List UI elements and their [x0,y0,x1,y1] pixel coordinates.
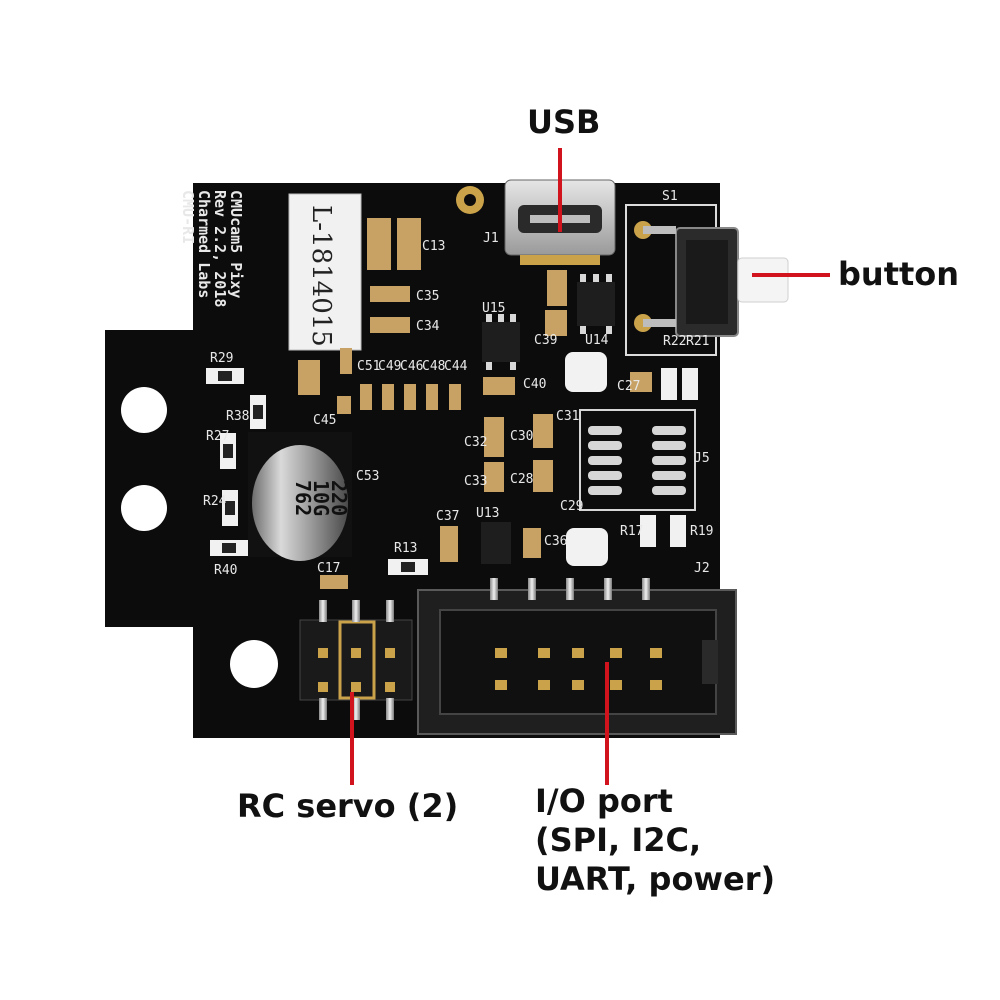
ref-c32: C32 [464,435,487,450]
ref-c44: C44 [444,359,468,374]
ref-r19: R19 [690,524,713,539]
callout-lines [350,148,830,785]
ref-j2: J2 [694,561,710,576]
ref-c36: C36 [544,534,567,549]
ref-c33: C33 [464,474,487,489]
ref-s1: S1 [662,189,678,204]
ref-c49: C49 [378,359,401,374]
electrolytic-capacitor: 220 10G 762 [248,432,352,561]
silk-line-3: Charmed Labs [195,190,213,298]
sticker-text: L-1814015 [306,205,336,347]
cap-marking-2: 10G [309,480,333,516]
io-port-label-line-3: UART, power) [535,860,776,899]
resistors [206,368,698,575]
white-component-1 [565,352,607,392]
ref-c45: C45 [313,413,336,428]
rc-servo-headers [299,600,413,720]
ref-u14: U14 [585,333,609,348]
j5-outline [579,409,696,511]
ref-j1: J1 [483,231,499,246]
ref-c35: C35 [416,289,439,304]
io-port-label: I/O port (SPI, I2C, UART, power) [535,782,775,899]
board-silkscreen-title: CMUcam5 Pixy Rev 2.2, 2018 Charmed Labs … [179,190,245,307]
ref-r40: R40 [214,563,237,578]
ref-c37: C37 [436,509,459,524]
silk-line-1: CMUcam5 Pixy [227,190,245,298]
ref-u15: U15 [482,301,505,316]
ref-r29: R29 [210,351,233,366]
ref-r22: R22 [663,334,686,349]
cap-marking-3: 762 [291,480,315,516]
ref-u13: U13 [476,506,499,521]
mount-hole-lower [230,640,278,688]
button-switch [625,204,789,356]
smd-components [298,218,652,589]
j5-pads [588,426,686,495]
ref-c46: C46 [400,359,423,374]
ref-r13: R13 [394,541,417,556]
ref-c39: C39 [534,333,557,348]
io-port-header [417,578,737,735]
ref-c34: C34 [416,319,440,334]
ic-chips [481,274,615,564]
ref-r17: R17 [620,524,643,539]
ref-c29: C29 [560,499,583,514]
silk-line-2: Rev 2.2, 2018 [211,190,229,307]
ref-c13: C13 [422,239,445,254]
ref-c17: C17 [317,561,340,576]
usb-label: USB [527,103,601,141]
ref-c31: C31 [556,409,579,424]
button-label: button [838,255,960,293]
ref-j5: J5 [694,451,710,466]
ref-c40: C40 [523,377,546,392]
ref-r24: R24 [203,494,227,509]
ref-c48: C48 [422,359,445,374]
reference-designators: C13 C35 C34 U15 J1 S1 C39 U14 R22 R21 C2… [203,189,713,578]
io-port-label-line-2: (SPI, I2C, [535,821,702,860]
io-port-label-line-1: I/O port [535,782,673,820]
label-sticker [288,193,362,351]
ref-c30: C30 [510,429,533,444]
via-hole [464,194,476,206]
cap-marking-1: 220 [327,480,351,516]
ref-r27: R27 [206,429,229,444]
ref-r38: R38 [226,409,249,424]
ref-r21: R21 [686,334,709,349]
mount-hole-top [121,387,167,433]
silk-line-4: CMU-RI [179,190,197,244]
white-component-2 [566,528,608,566]
ref-c28: C28 [510,472,533,487]
mount-hole-bottom [121,485,167,531]
ref-c53: C53 [356,469,379,484]
ref-c27: C27 [617,379,640,394]
ref-c51: C51 [357,359,380,374]
rc-servo-label: RC servo (2) [237,787,459,825]
